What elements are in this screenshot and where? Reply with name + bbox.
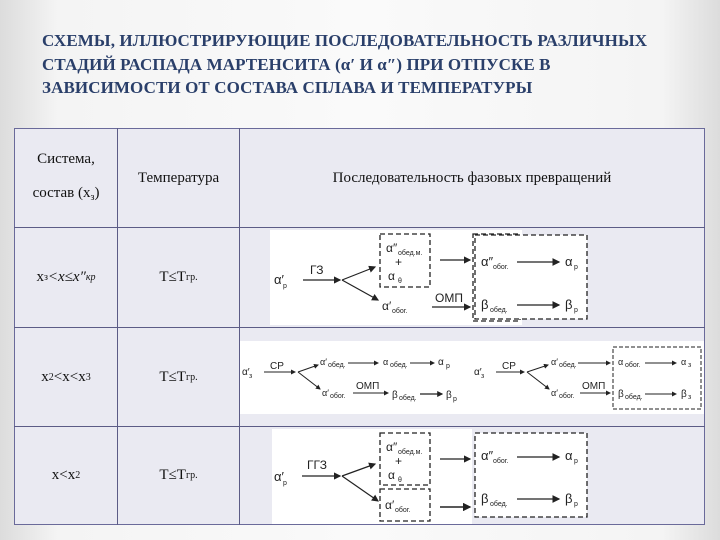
svg-text:α′: α′: [242, 367, 250, 378]
svg-text:α: α: [681, 357, 686, 367]
svg-text:обед.: обед.: [625, 393, 643, 401]
svg-text:α′: α′: [474, 367, 482, 378]
svg-text:α′: α′: [551, 388, 558, 398]
svg-text:α′: α′: [322, 388, 329, 398]
header-sequence: Последовательность фазовых превращений: [332, 170, 612, 186]
svg-text:α″: α″: [386, 241, 398, 255]
svg-text:з: з: [688, 394, 691, 401]
svg-text:α′: α′: [382, 299, 392, 313]
svg-text:р: р: [283, 283, 287, 290]
svg-text:α″: α″: [481, 254, 494, 269]
header-system: Система, состав (xз): [15, 129, 117, 227]
svg-text:р: р: [574, 501, 578, 508]
svg-text:α″: α″: [386, 440, 398, 454]
svg-text:р: р: [283, 480, 287, 487]
svg-text:β: β: [481, 297, 488, 312]
svg-text:α′: α′: [274, 272, 285, 287]
svg-text:обед.м.: обед.м.: [398, 448, 422, 456]
svg-text:обог.: обог.: [392, 307, 407, 315]
svg-text:β: β: [481, 491, 488, 506]
svg-text:р: р: [574, 458, 578, 465]
svg-text:α′: α′: [385, 498, 395, 512]
header-system-line1: Система,: [37, 150, 95, 167]
svg-text:обед.: обед.: [490, 306, 508, 314]
svg-text:з: з: [249, 373, 252, 380]
svg-text:α: α: [618, 357, 623, 367]
svg-text:р: р: [574, 264, 578, 271]
svg-text:α: α: [438, 357, 444, 368]
svg-text:α′: α′: [551, 357, 558, 367]
svg-text:β: β: [446, 390, 452, 401]
header-system-line2: состав (xз): [32, 184, 100, 203]
svg-text:α: α: [565, 448, 573, 463]
row-divider: [14, 227, 705, 228]
svg-text:+: +: [395, 454, 402, 468]
svg-text:α: α: [388, 269, 395, 283]
svg-text:α′: α′: [320, 357, 327, 367]
svg-text:ОМП: ОМП: [582, 381, 605, 392]
svg-text:р: р: [446, 363, 450, 370]
svg-text:α: α: [383, 357, 388, 367]
svg-text:α′: α′: [274, 469, 285, 484]
svg-text:обог.: обог.: [559, 392, 574, 400]
svg-text:β: β: [392, 390, 398, 401]
svg-text:СР: СР: [270, 361, 284, 372]
page-title: СХЕМЫ, ИЛЛЮСТРИРУЮЩИЕ ПОСЛЕДОВАТЕЛЬНОСТЬ…: [42, 31, 648, 97]
svg-text:α″: α″: [481, 448, 494, 463]
svg-text:обед.: обед.: [399, 394, 417, 402]
svg-text:з: з: [481, 373, 484, 380]
svg-text:обог.: обог.: [330, 392, 345, 400]
svg-text:ГГЗ: ГГЗ: [307, 458, 327, 472]
row-divider: [14, 426, 705, 427]
header-temperature: Температура: [137, 170, 220, 186]
svg-text:β: β: [565, 491, 572, 506]
svg-text:+: +: [395, 255, 402, 269]
row-divider: [14, 327, 705, 328]
svg-text:р: р: [453, 396, 457, 403]
svg-text:обог.: обог.: [493, 457, 508, 465]
svg-text:обог.: обог.: [625, 361, 640, 369]
row2-scheme-diagram: α′ з СР α′ обед. α обед. α р α′ обог. ОМ…: [240, 341, 704, 414]
svg-text:ОМП: ОМП: [435, 291, 463, 305]
svg-text:α: α: [565, 254, 573, 269]
svg-text:з: з: [688, 362, 691, 369]
svg-text:обед.: обед.: [490, 500, 508, 508]
svg-text:обог.: обог.: [395, 506, 410, 514]
svg-text:СР: СР: [502, 361, 516, 372]
svg-text:р: р: [574, 307, 578, 314]
col-divider: [117, 128, 118, 525]
svg-text:β: β: [618, 389, 624, 400]
svg-text:β: β: [565, 297, 572, 312]
svg-text:обог.: обог.: [493, 263, 508, 271]
svg-text:α: α: [388, 468, 395, 482]
svg-text:θ: θ: [398, 477, 402, 484]
svg-text:θ: θ: [398, 278, 402, 285]
svg-text:ГЗ: ГЗ: [310, 263, 323, 277]
svg-text:обед.м.: обед.м.: [398, 249, 422, 257]
col-divider: [239, 128, 240, 525]
svg-text:обед.: обед.: [559, 361, 577, 369]
row3-scheme-box2: α″ обог. α р β обед. β р: [473, 431, 603, 519]
row1-scheme-box2: α″ обог. α р β обед. β р: [473, 233, 603, 321]
svg-text:обед.: обед.: [390, 361, 408, 369]
row3-scheme-diagram: α′ р ГГЗ α″ обед.м. + α θ α′ обог.: [272, 429, 472, 524]
svg-text:β: β: [681, 389, 687, 400]
svg-text:ОМП: ОМП: [356, 381, 379, 392]
svg-text:обед.: обед.: [328, 361, 346, 369]
